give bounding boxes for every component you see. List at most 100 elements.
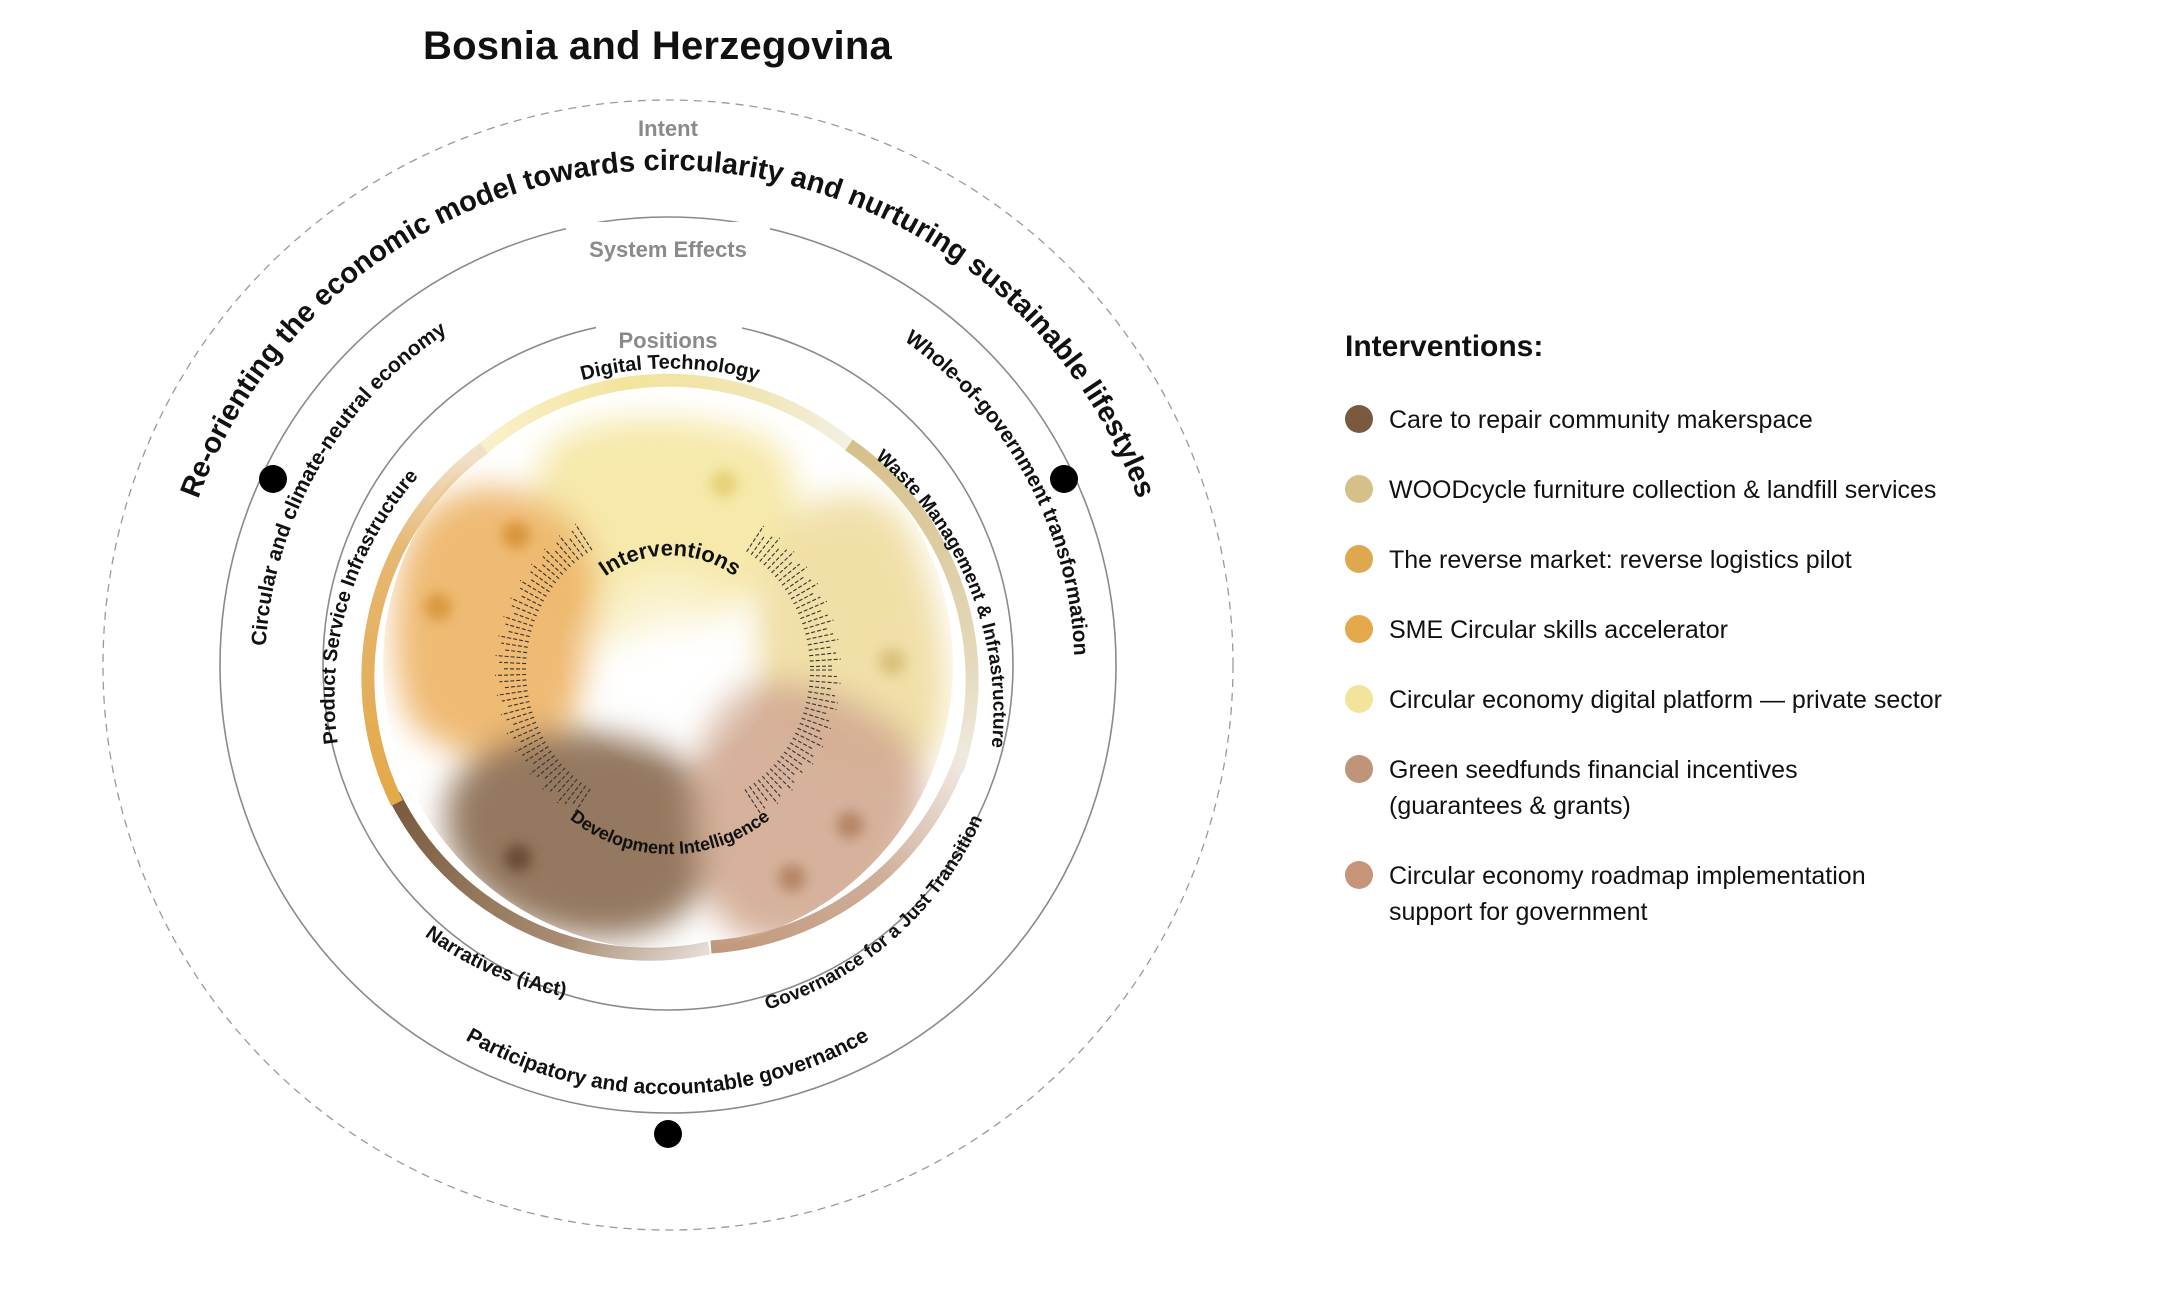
hatch-tick <box>793 592 815 605</box>
hatch-tick <box>808 691 836 697</box>
hatch-tick <box>525 746 549 762</box>
hatch-tick <box>809 665 834 668</box>
digital-platform-dot <box>710 470 738 498</box>
legend-item: WOODcycle furniture collection & landfil… <box>1345 472 2145 508</box>
hatch-tick <box>809 658 841 662</box>
hatch-tick <box>500 706 531 716</box>
hatch-tick <box>519 587 545 602</box>
hatch-tick <box>568 537 584 557</box>
hatch-tick <box>556 778 578 804</box>
product-blob <box>393 487 598 756</box>
legend: Interventions: Care to repair community … <box>1345 330 2145 964</box>
page-title: Bosnia and Herzegovina <box>423 24 892 68</box>
legend-item-text: The reverse market: reverse logistics pi… <box>1389 546 1852 574</box>
hatch-tick <box>746 525 765 553</box>
hatch-tick <box>498 635 529 643</box>
legend-item-label: Green seedfunds financial incentives(gua… <box>1389 752 2089 824</box>
hatch-tick <box>771 551 795 574</box>
hatch-tick <box>774 561 793 578</box>
legend-title: Interventions: <box>1345 330 1544 363</box>
hatch-tick <box>513 726 539 739</box>
makerspace-dot <box>504 844 532 872</box>
position-arcs <box>361 373 979 961</box>
hatch-tick <box>804 707 828 715</box>
hatch-tick <box>767 549 788 570</box>
hatch-tick <box>510 597 540 612</box>
hatch-tick <box>744 789 763 816</box>
legend-item-label: The reverse market: reverse logistics pi… <box>1389 542 2089 578</box>
hatch-tick <box>549 771 570 792</box>
roadmap-dot <box>778 864 806 892</box>
legend-item-text: SME Circular skills accelerator <box>1389 616 1728 644</box>
legend-item-label: Circular economy digital platform — priv… <box>1389 682 2089 718</box>
hatch-tick <box>496 690 528 696</box>
digital-technology-arc <box>472 373 859 459</box>
hatch-tick <box>794 732 824 748</box>
hatch-tick <box>809 685 832 690</box>
hatch-tick <box>750 535 765 556</box>
system-effect-participatory: Participatory and accountable governance <box>463 1024 873 1099</box>
hatch-tick <box>777 760 796 776</box>
hatch-tick <box>544 548 567 571</box>
hatch-tick <box>564 782 582 805</box>
theory-of-change-diagram: Intent System Effects Positions <box>102 99 1234 1231</box>
reverse-market-dot <box>502 521 530 549</box>
legend-item-text: Circular economy roadmap implementation <box>1389 862 1866 890</box>
legend-item: SME Circular skills accelerator <box>1345 612 2145 648</box>
hatch-tick <box>789 742 814 757</box>
hatch-tick <box>784 576 805 591</box>
legend-item-label: SME Circular skills accelerator <box>1389 612 2089 648</box>
hatch-tick <box>786 746 814 765</box>
legend-color-dot <box>1345 545 1373 573</box>
hatch-tick <box>799 722 822 733</box>
hatch-tick <box>519 579 547 597</box>
hatch-tick <box>530 563 557 584</box>
hatch-tick <box>790 583 819 600</box>
hatch-tick <box>512 716 535 726</box>
legend-color-dot <box>1345 405 1373 433</box>
hatch-tick <box>783 751 804 766</box>
legend-color-dot <box>1345 615 1373 643</box>
seedfunds-dot <box>836 811 864 839</box>
hatch-tick <box>530 571 553 588</box>
hatch-tick <box>556 542 575 564</box>
hatch-tick <box>571 530 588 554</box>
hatch-tick <box>541 563 560 580</box>
hatch-tick <box>574 523 593 551</box>
hatch-tick <box>802 614 828 625</box>
waste-management-arc <box>845 439 979 774</box>
intent-ring <box>102 99 1234 1231</box>
hatch-tick <box>558 535 580 560</box>
legend-item-text: WOODcycle furniture collection & landfil… <box>1389 476 1937 504</box>
hatch-tick <box>757 779 779 805</box>
hatch-tick <box>807 638 839 646</box>
hatch-tick <box>759 537 781 562</box>
hatch-tick <box>778 563 801 582</box>
legend-item: Care to repair community makerspace <box>1345 402 2145 438</box>
hatch-tick <box>499 679 527 683</box>
hatch-tick <box>781 566 808 586</box>
hatch-tick <box>803 619 834 630</box>
hatch-tick <box>769 768 793 791</box>
intent-label: Intent <box>638 116 699 141</box>
hatch-tick <box>787 579 812 595</box>
interventions-hatch-ring <box>495 523 841 816</box>
hatch-tick <box>504 649 528 654</box>
hatch-tick <box>792 737 814 750</box>
legend-item: The reverse market: reverse logistics pi… <box>1345 542 2145 578</box>
hatch-tick <box>805 627 828 635</box>
node-circular-economy <box>259 465 287 493</box>
hatch-tick <box>506 700 530 708</box>
hatch-tick <box>507 630 531 638</box>
intervention-dots <box>424 470 906 892</box>
hatch-tick <box>809 680 841 684</box>
hatch-tick <box>536 759 559 778</box>
node-whole-of-government <box>1050 465 1078 493</box>
hatch-tick <box>542 767 566 790</box>
governance-arc <box>710 754 968 954</box>
hatch-tick <box>505 623 532 632</box>
hatch-tick <box>495 654 527 659</box>
